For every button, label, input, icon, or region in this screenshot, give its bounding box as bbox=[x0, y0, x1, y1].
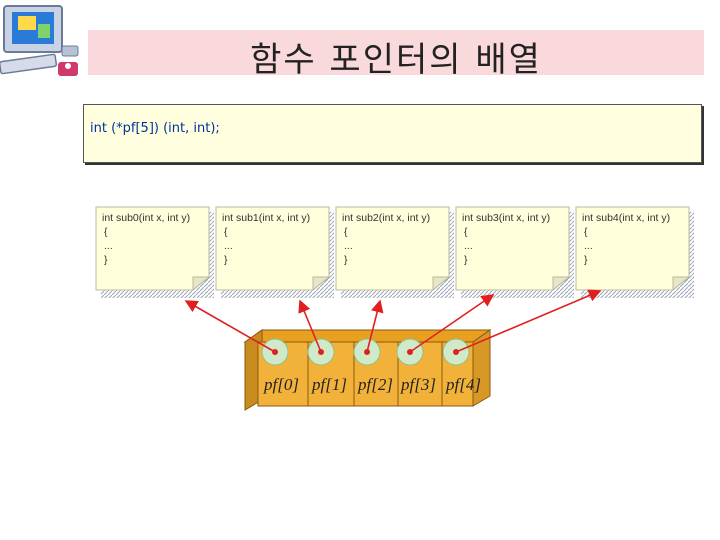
function-note: int sub0(int x, int y) { ... } bbox=[95, 206, 214, 298]
function-open-brace: { bbox=[584, 226, 588, 238]
computer-logo-icon bbox=[0, 0, 86, 82]
function-note: int sub2(int x, int y) { ... } bbox=[335, 206, 454, 298]
pointer-arrow bbox=[409, 294, 495, 353]
pointer-arrow bbox=[184, 300, 276, 353]
function-header: int sub3(int x, int y) bbox=[462, 212, 550, 224]
function-close-brace: } bbox=[464, 254, 468, 266]
function-note: int sub3(int x, int y) { ... } bbox=[455, 206, 574, 298]
pointer-arrow bbox=[366, 299, 384, 353]
code-declaration: int (*pf[5]) (int, int); bbox=[90, 121, 220, 136]
function-close-brace: } bbox=[584, 254, 588, 266]
function-open-brace: { bbox=[104, 226, 108, 238]
function-body: ... bbox=[344, 240, 353, 252]
array-cell-label: pf[2] bbox=[357, 375, 393, 394]
function-body: ... bbox=[104, 240, 113, 252]
function-body: ... bbox=[224, 240, 233, 252]
function-header: int sub2(int x, int y) bbox=[342, 212, 430, 224]
array-cell-label: pf[3] bbox=[400, 375, 436, 394]
function-open-brace: { bbox=[344, 226, 348, 238]
array-cell-label: pf[4] bbox=[445, 375, 481, 394]
function-close-brace: } bbox=[224, 254, 228, 266]
page-title: 함수 포인터의 배열 bbox=[250, 40, 542, 80]
function-open-brace: { bbox=[464, 226, 468, 238]
function-body: ... bbox=[584, 240, 593, 252]
title-bar: 함수 포인터의 배열 bbox=[88, 30, 704, 80]
array-cell-label: pf[1] bbox=[311, 375, 347, 394]
pointer-array: pf[0] pf[1] pf[2] pf[3] pf[4] bbox=[243, 329, 492, 411]
function-close-brace: } bbox=[344, 254, 348, 266]
function-header: int sub1(int x, int y) bbox=[222, 212, 310, 224]
function-open-brace: { bbox=[224, 226, 228, 238]
pointer-arrow bbox=[298, 299, 322, 353]
function-header: int sub4(int x, int y) bbox=[582, 212, 670, 224]
function-note: int sub1(int x, int y) { ... } bbox=[215, 206, 334, 298]
pointer-arrow bbox=[455, 289, 602, 353]
function-close-brace: } bbox=[104, 254, 108, 266]
function-body: ... bbox=[464, 240, 473, 252]
array-cell-label: pf[0] bbox=[263, 375, 299, 394]
function-header: int sub0(int x, int y) bbox=[102, 212, 190, 224]
function-note: int sub4(int x, int y) { ... } bbox=[575, 206, 694, 298]
code-box: int (*pf[5]) (int, int); bbox=[83, 104, 702, 163]
